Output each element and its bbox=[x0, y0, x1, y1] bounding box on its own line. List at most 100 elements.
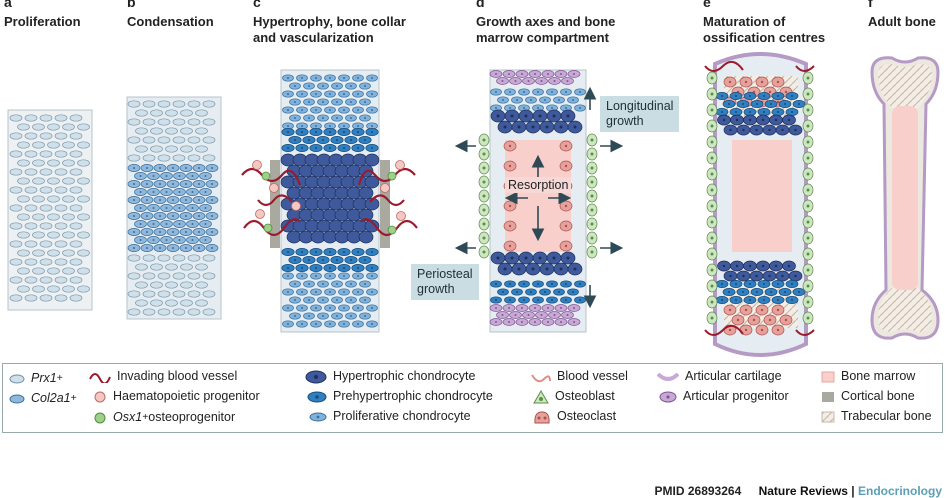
proliferative-cell-nucleus bbox=[315, 307, 317, 309]
prx1-cell bbox=[24, 294, 38, 302]
prehypertrophic-cell-nucleus bbox=[565, 283, 567, 285]
osteoblast-cell-nucleus bbox=[806, 236, 810, 240]
prx1-cell bbox=[32, 231, 45, 239]
osteoblast-cell-nucleus bbox=[806, 252, 810, 256]
prx1-cell bbox=[9, 294, 23, 302]
proliferative-cell-nucleus bbox=[371, 275, 373, 277]
col2a1-cell-nucleus bbox=[172, 199, 174, 201]
osteoblast-cell-nucleus bbox=[710, 172, 714, 176]
haematopoietic-icon bbox=[94, 391, 106, 402]
osteoblast-cell-nucleus bbox=[590, 166, 594, 170]
panel-f-letter: f bbox=[868, 0, 873, 10]
osteoblast-cell-nucleus bbox=[590, 138, 594, 142]
prx1-cell bbox=[195, 281, 208, 289]
articular-progenitor-cell-nucleus bbox=[495, 73, 497, 75]
prehypertrophic-cell-nucleus bbox=[791, 299, 793, 301]
prx1-cell bbox=[32, 195, 45, 203]
col2a1-cell-nucleus bbox=[139, 191, 142, 193]
panel-b-letter: b bbox=[127, 0, 136, 10]
panel-f-title: Adult bone bbox=[868, 14, 936, 29]
legend-col2a1-label: Col2a1 bbox=[31, 391, 71, 405]
proliferative-cell-nucleus bbox=[329, 323, 331, 325]
legend-proliferative: Proliferative chondrocyte bbox=[309, 409, 471, 424]
proliferative-cell-nucleus bbox=[308, 299, 310, 301]
hypertrophic-cell-nucleus bbox=[735, 118, 739, 122]
proliferative-cell-nucleus bbox=[551, 91, 553, 93]
prx1-cell bbox=[195, 263, 208, 271]
legend-haematopoietic: Haematopoietic progenitor bbox=[93, 389, 260, 404]
proliferative-cell-nucleus bbox=[343, 109, 345, 111]
hypertrophic-cell bbox=[364, 153, 380, 167]
panel-d-tissue bbox=[454, 69, 624, 333]
prehypertrophic-cell-nucleus bbox=[523, 283, 525, 285]
prx1-cell bbox=[202, 308, 216, 316]
prehypertrophic-cell-nucleus bbox=[343, 251, 345, 253]
prx1-cell bbox=[150, 263, 163, 271]
col2a1-cell-nucleus bbox=[198, 199, 200, 201]
prehypertrophic-cell-nucleus bbox=[565, 299, 567, 301]
prehypertrophic-cell-nucleus bbox=[287, 147, 289, 149]
articular-progenitor-cell-nucleus bbox=[521, 321, 523, 323]
prx1-cell bbox=[172, 154, 186, 162]
prx1-cell bbox=[157, 136, 171, 144]
proliferative-cell-nucleus bbox=[294, 101, 296, 103]
proliferative-cell-nucleus bbox=[523, 91, 525, 93]
articular-progenitor-cell-nucleus bbox=[534, 307, 536, 309]
prx1-cell bbox=[54, 240, 68, 248]
proliferative-cell-nucleus bbox=[322, 117, 324, 119]
col2a1-cell-nucleus bbox=[185, 199, 187, 201]
col2a1-cell-nucleus bbox=[139, 239, 142, 241]
invading-vessel-icon bbox=[89, 372, 111, 383]
hypertrophic-cell-nucleus bbox=[566, 256, 570, 260]
prx1-cell bbox=[17, 159, 30, 167]
legend-cortical-bone: Cortical bone bbox=[821, 389, 915, 404]
hypertrophic-cell-nucleus bbox=[748, 118, 752, 122]
hypertrophic-cell-nucleus bbox=[774, 118, 778, 122]
proliferative-cell-nucleus bbox=[371, 291, 373, 293]
prehypertrophic-cell-nucleus bbox=[343, 267, 345, 269]
col2a1-cell-nucleus bbox=[159, 247, 161, 249]
proliferative-cell-nucleus bbox=[343, 125, 345, 127]
osteoclast-cell-nucleus bbox=[728, 328, 732, 332]
col2a1-cell-nucleus bbox=[211, 231, 213, 233]
legend-osteoprogenitor-label: osteoprogenitor bbox=[148, 410, 236, 424]
panel-d-letter: d bbox=[476, 0, 485, 10]
osteoblast-cell-nucleus bbox=[710, 140, 714, 144]
prx1-cell bbox=[135, 281, 148, 289]
proliferative-cell-nucleus bbox=[364, 283, 366, 285]
prehypertrophic-cell-nucleus bbox=[749, 299, 751, 301]
hypertrophic-cell bbox=[364, 175, 380, 189]
prx1-cell bbox=[127, 272, 141, 280]
col2a1-cell-nucleus bbox=[139, 223, 142, 225]
col2a1-cell-nucleus bbox=[185, 183, 187, 185]
proliferative-cell-nucleus bbox=[294, 85, 296, 87]
articular-progenitor-cell-nucleus bbox=[527, 314, 530, 316]
prehypertrophic-cell-nucleus bbox=[749, 111, 751, 113]
prx1-cell bbox=[54, 204, 68, 212]
prx1-cell bbox=[54, 276, 68, 284]
prx1-cell bbox=[135, 145, 148, 153]
panel-b-title: Condensation bbox=[127, 14, 214, 29]
hypertrophic-cell bbox=[358, 230, 374, 244]
prx1-cell bbox=[77, 231, 90, 239]
prx1-cell bbox=[39, 186, 53, 194]
panel-c-tissue bbox=[241, 69, 418, 333]
prehypertrophic-cell-nucleus bbox=[735, 95, 737, 97]
osteoblast-cell-nucleus bbox=[482, 236, 486, 240]
prx1-cell bbox=[9, 276, 23, 284]
prehypertrophic-cell-nucleus bbox=[343, 147, 345, 149]
articular-progenitor-cell-nucleus bbox=[508, 321, 510, 323]
proliferative-cell-nucleus bbox=[350, 117, 352, 119]
proliferative-cell-nucleus bbox=[287, 307, 289, 309]
proliferative-cell-nucleus bbox=[329, 125, 331, 127]
col2a1-cell-nucleus bbox=[146, 183, 148, 185]
articular-progenitor-cell-nucleus bbox=[553, 80, 556, 82]
hypertrophic-cell-nucleus bbox=[559, 267, 563, 271]
legend-osteoclast-label: Osteoclast bbox=[557, 409, 617, 423]
col2a1-cell-nucleus bbox=[185, 247, 187, 249]
prehypertrophic-cell-nucleus bbox=[509, 283, 511, 285]
prehypertrophic-cell-nucleus bbox=[544, 291, 546, 293]
prx1-cell bbox=[172, 308, 186, 316]
prx1-cell bbox=[62, 249, 75, 257]
